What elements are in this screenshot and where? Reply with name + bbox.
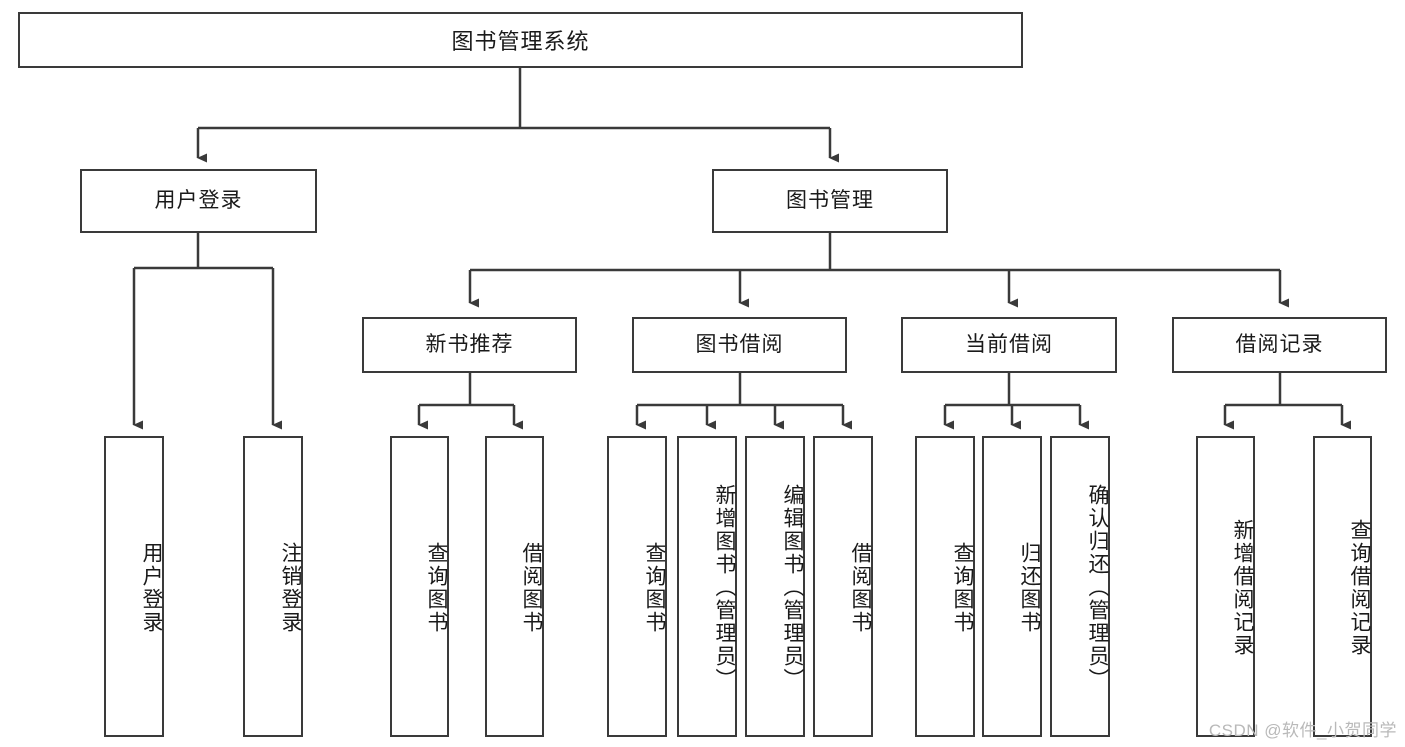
leaf-current-return-book[interactable]: 归还图书	[982, 436, 1042, 737]
node-book-borrow[interactable]: 图书借阅	[632, 317, 847, 373]
node-label: 查询图书	[425, 541, 448, 634]
leaf-new-book-borrow[interactable]: 借阅图书	[485, 436, 544, 737]
node-label: 图书借阅	[695, 333, 784, 357]
leaf-record-add[interactable]: 新增借阅记录	[1196, 436, 1255, 737]
node-label: 查询图书	[643, 541, 666, 634]
node-label: 查询借阅记录	[1348, 518, 1371, 657]
node-label: 用户登录	[154, 189, 243, 213]
watermark: CSDN @软件_小贺同学	[1208, 721, 1397, 740]
node-new-book-recommend[interactable]: 新书推荐	[362, 317, 577, 373]
node-user-login[interactable]: 用户登录	[80, 169, 317, 233]
node-label: 借阅图书	[520, 541, 543, 634]
leaf-current-confirm-return-admin[interactable]: 确认归还（管理员）	[1050, 436, 1110, 737]
node-label: 新增借阅记录	[1231, 518, 1254, 657]
leaf-record-query[interactable]: 查询借阅记录	[1313, 436, 1372, 737]
node-label: 用户登录	[140, 541, 163, 634]
node-label: 确认归还（管理员）	[1086, 484, 1109, 691]
leaf-borrow-edit-book-admin[interactable]: 编辑图书（管理员）	[745, 436, 805, 737]
leaf-borrow-borrow-book[interactable]: 借阅图书	[813, 436, 873, 737]
node-label: 图书管理	[786, 189, 874, 213]
leaf-user-login-login[interactable]: 用户登录	[104, 436, 164, 737]
node-label: 编辑图书（管理员）	[781, 484, 804, 691]
leaf-current-query-book[interactable]: 查询图书	[915, 436, 975, 737]
leaf-user-login-logout[interactable]: 注销登录	[243, 436, 303, 737]
node-label: 归还图书	[1018, 541, 1041, 634]
node-borrow-record[interactable]: 借阅记录	[1172, 317, 1387, 373]
leaf-borrow-add-book-admin[interactable]: 新增图书（管理员）	[677, 436, 737, 737]
node-label: 注销登录	[279, 541, 302, 634]
node-label: 新书推荐	[425, 333, 514, 357]
leaf-borrow-query-book[interactable]: 查询图书	[607, 436, 667, 737]
node-label: 当前借阅	[965, 333, 1053, 357]
node-root-system[interactable]: 图书管理系统	[18, 12, 1023, 68]
node-book-management[interactable]: 图书管理	[712, 169, 948, 233]
node-label: 新增图书（管理员）	[713, 484, 736, 691]
node-label: 借阅记录	[1235, 333, 1324, 357]
node-label: 图书管理系统	[451, 29, 590, 54]
node-current-borrow[interactable]: 当前借阅	[901, 317, 1117, 373]
leaf-new-book-query[interactable]: 查询图书	[390, 436, 449, 737]
node-label: 借阅图书	[849, 541, 872, 634]
node-label: 查询图书	[951, 541, 974, 634]
